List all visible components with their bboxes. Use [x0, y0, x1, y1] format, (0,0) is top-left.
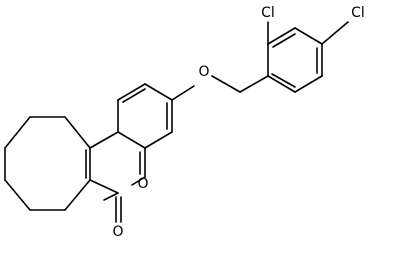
bond — [239, 75, 269, 93]
bond — [294, 27, 323, 45]
bond — [171, 85, 195, 101]
bond — [89, 131, 119, 149]
ether-linker — [171, 75, 269, 101]
bond — [267, 75, 296, 93]
bond — [144, 83, 173, 101]
bond — [103, 192, 119, 201]
ether-oxygen-label: O — [198, 64, 209, 80]
chlorine-ortho-label: Cl — [261, 5, 275, 21]
bond — [272, 33, 296, 48]
bond — [294, 75, 323, 93]
core-benzene-ring — [117, 83, 173, 149]
bond — [267, 27, 296, 45]
ring-oxygen-label: O — [137, 176, 148, 192]
bond — [131, 176, 146, 186]
bond — [4, 179, 31, 211]
carbonyl-oxygen-label: O — [112, 224, 123, 240]
bond — [64, 116, 91, 149]
bond — [64, 179, 91, 211]
bond — [4, 116, 31, 149]
lactone-ring — [89, 131, 146, 223]
cyclohexene-ring — [4, 116, 91, 211]
bond — [117, 131, 146, 149]
chlorine-para-label: Cl — [351, 5, 365, 21]
dichlorophenyl-ring — [267, 21, 349, 93]
bond — [144, 131, 173, 149]
bond — [117, 83, 146, 101]
bond — [122, 88, 146, 103]
bond — [211, 75, 241, 93]
bond — [321, 21, 349, 45]
bond — [89, 179, 119, 194]
bond — [271, 73, 296, 88]
